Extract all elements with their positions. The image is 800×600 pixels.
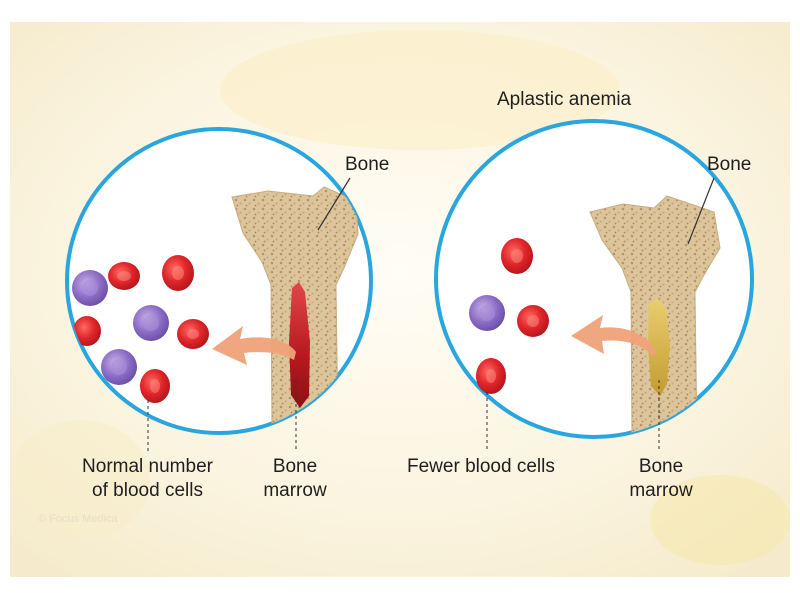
right-marrow-label-line2: marrow: [629, 480, 693, 501]
right-bone-label: Bone: [707, 154, 752, 175]
fewer-cells-label: Fewer blood cells: [407, 456, 555, 477]
left-bone-label: Bone: [345, 154, 390, 175]
right-marrow-label-line1: Bone: [638, 456, 684, 477]
normal-cells-label-line1: Normal number: [82, 456, 213, 477]
aplastic-title: Aplastic anemia: [497, 89, 632, 110]
left-marrow-label-line2: marrow: [263, 480, 327, 501]
right-marrow-label: Bone marrow: [621, 455, 701, 503]
left-marrow-label-line1: Bone: [272, 456, 318, 477]
left-marrow-label: Bone marrow: [255, 455, 335, 503]
normal-cells-label: Normal number of blood cells: [55, 455, 240, 503]
normal-cells-label-line2: of blood cells: [92, 480, 203, 501]
watermark: © Focus Medica: [38, 513, 118, 525]
